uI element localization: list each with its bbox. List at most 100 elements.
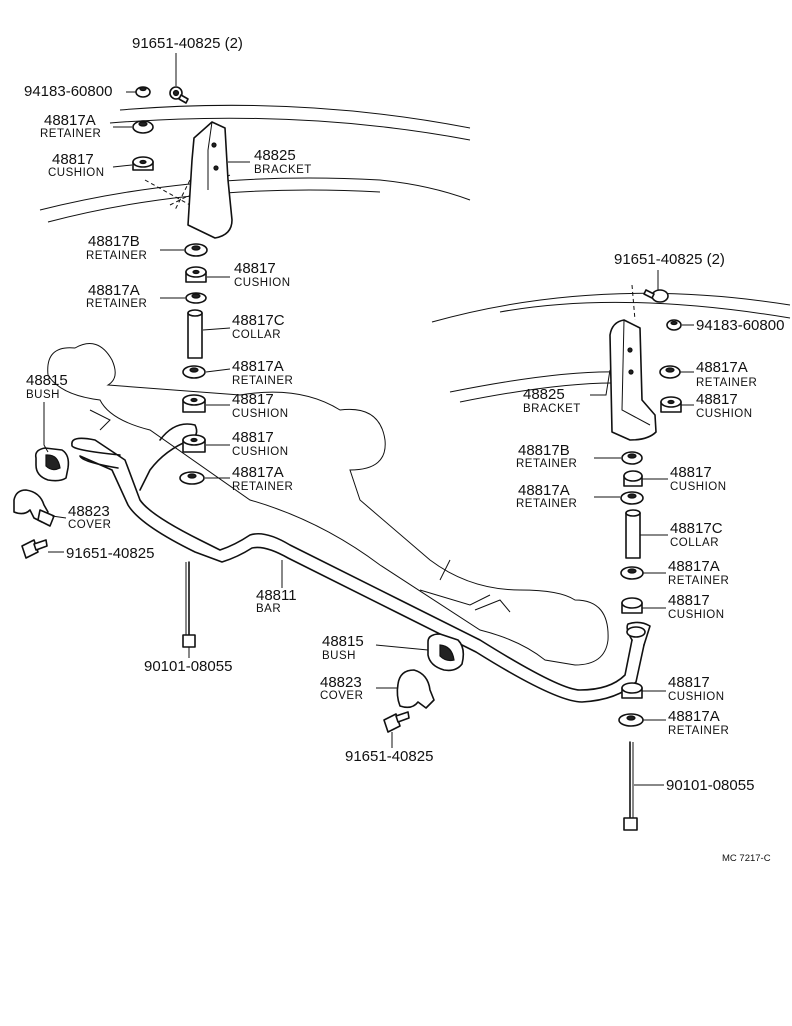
retainer-b-left	[184, 243, 208, 257]
label-collar-left-nm: COLLAR	[232, 329, 281, 341]
label-retainer-a-right-2-nm: RETAINER	[516, 498, 577, 510]
label-retainer-a-right-2-pn: 48817A	[518, 482, 570, 499]
label-cover-center-pn: 48823	[320, 674, 362, 691]
label-retainer-a-right-4-pn: 48817A	[668, 708, 720, 725]
retainer-a-left-3	[179, 471, 205, 485]
label-cushion-right-2-nm: CUSHION	[670, 481, 727, 493]
label-retainer-b-left-pn: 48817B	[88, 233, 140, 250]
crossmember-outline	[47, 343, 609, 666]
label-bracket-right-pn: 48825	[523, 386, 565, 403]
collar-right	[625, 509, 641, 559]
bracket-right	[609, 284, 657, 441]
label-cushion-right-3-pn: 48817	[668, 592, 710, 609]
bolt-top-left	[169, 86, 189, 104]
label-cushion-left-3-nm: CUSHION	[232, 446, 289, 458]
label-nut-top-left: 94183-60800	[24, 83, 112, 100]
label-cushion-right-4-pn: 48817	[668, 674, 710, 691]
label-retainer-a-left-3-nm: RETAINER	[232, 481, 293, 493]
label-bolt-top-left: 91651-40825 (2)	[132, 35, 243, 52]
cushion-right-3	[621, 597, 643, 614]
bush-left	[34, 447, 70, 482]
retainer-a-right-1	[659, 365, 681, 379]
label-bush-left-nm: BUSH	[26, 389, 60, 401]
collar-left	[187, 309, 203, 359]
label-group-left: 91651-40825 (2) 94183-60800 48817A RETAI…	[24, 35, 312, 675]
label-retainer-a-right-1-nm: RETAINER	[696, 377, 757, 389]
label-collar-right-pn: 48817C	[670, 520, 723, 537]
bush-center	[427, 633, 465, 672]
bolt-long-left	[182, 561, 196, 648]
label-retainer-a-top-left-nm: RETAINER	[40, 128, 101, 140]
label-retainer-b-right-nm: RETAINER	[516, 458, 577, 470]
label-cushion-left-2-nm: CUSHION	[232, 408, 289, 420]
stabilizer-bar	[71, 423, 651, 703]
retainer-a-right-2	[620, 491, 644, 505]
nut-right	[666, 319, 682, 331]
label-retainer-a-left-1-nm: RETAINER	[86, 298, 147, 310]
label-retainer-a-left-2-pn: 48817A	[232, 358, 284, 375]
label-group-center: 48815 BUSH 48823 COVER 91651-40825	[320, 633, 433, 765]
retainer-a-left-2	[182, 365, 206, 379]
label-group-right: 91651-40825 (2) 94183-60800 48817A RETAI…	[516, 251, 784, 794]
label-nut-right: 94183-60800	[696, 317, 784, 334]
label-cushion-left-2-pn: 48817	[232, 391, 274, 408]
label-cover-center-nm: COVER	[320, 690, 363, 702]
label-retainer-a-right-4-nm: RETAINER	[668, 725, 729, 737]
label-bolt-top-right: 91651-40825 (2)	[614, 251, 725, 268]
label-retainer-a-right-3-nm: RETAINER	[668, 575, 729, 587]
bolt-left	[21, 539, 48, 559]
label-retainer-a-right-3-pn: 48817A	[668, 558, 720, 575]
label-cushion-right-1-nm: CUSHION	[696, 408, 753, 420]
cushion-right-2	[623, 470, 643, 487]
label-cover-left-pn: 48823	[68, 503, 110, 520]
label-bracket-left-nm: BRACKET	[254, 164, 312, 176]
retainer-a-top-left	[132, 120, 154, 134]
label-bracket-left-pn: 48825	[254, 147, 296, 164]
label-cushion-top-left-nm: CUSHION	[48, 167, 105, 179]
bolt-center	[383, 711, 410, 733]
retainer-a-right-4	[618, 713, 644, 727]
label-retainer-a-left-1-pn: 48817A	[88, 282, 140, 299]
label-cushion-right-4-nm: CUSHION	[668, 691, 725, 703]
label-retainer-a-left-3-pn: 48817A	[232, 464, 284, 481]
label-bush-left-pn: 48815	[26, 372, 68, 389]
nut-top-left	[135, 86, 151, 98]
leader-lines	[43, 53, 694, 786]
label-bush-center-pn: 48815	[322, 633, 364, 650]
bracket-left	[174, 121, 233, 239]
bolt-long-right	[623, 741, 638, 831]
label-retainer-a-right-1-pn: 48817A	[696, 359, 748, 376]
label-cushion-right-1-pn: 48817	[696, 391, 738, 408]
label-retainer-a-top-left-pn: 48817A	[44, 112, 96, 129]
cushion-left-1	[185, 266, 207, 283]
label-bolt-left: 91651-40825	[66, 545, 154, 562]
label-bracket-right-nm: BRACKET	[523, 403, 581, 415]
label-retainer-a-left-2-nm: RETAINER	[232, 375, 293, 387]
label-collar-right-nm: COLLAR	[670, 537, 719, 549]
label-cushion-left-1-pn: 48817	[234, 260, 276, 277]
label-cushion-right-2-pn: 48817	[670, 464, 712, 481]
cushion-right-1	[660, 396, 682, 413]
cover-center	[396, 669, 435, 709]
bolt-top-right	[643, 289, 669, 303]
label-bolt-long-right: 90101-08055	[666, 777, 754, 794]
label-cushion-top-left-pn: 48817	[52, 151, 94, 168]
cushion-left-2	[182, 394, 206, 413]
retainer-b-right	[621, 451, 643, 465]
label-cushion-left-3-pn: 48817	[232, 429, 274, 446]
retainer-a-right-3	[620, 566, 644, 580]
label-cover-left-nm: COVER	[68, 519, 111, 531]
label-bolt-long-left: 90101-08055	[144, 658, 232, 675]
label-cushion-right-3-nm: CUSHION	[668, 609, 725, 621]
retainer-a-left-1	[185, 292, 207, 304]
frame-outline-right	[431, 292, 791, 403]
label-retainer-b-right-pn: 48817B	[518, 442, 570, 459]
label-collar-left-pn: 48817C	[232, 312, 285, 329]
cushion-top-left	[132, 156, 154, 171]
cover-left	[13, 489, 55, 527]
label-bar-nm: BAR	[256, 603, 281, 615]
cushion-right-4	[621, 682, 643, 699]
drawing-reference: MC 7217-C	[722, 853, 771, 864]
